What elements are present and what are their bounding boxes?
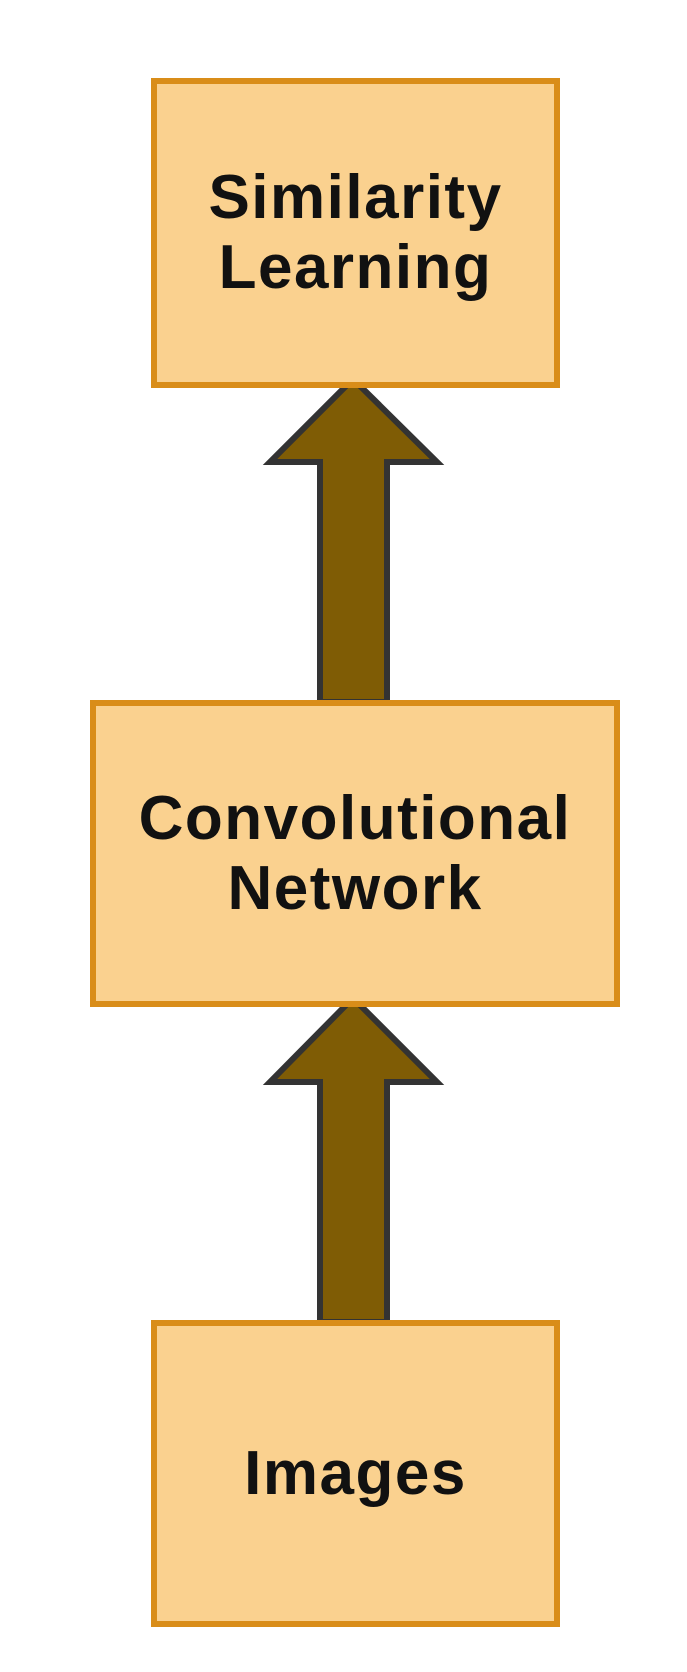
node-images-label: Images bbox=[244, 1438, 467, 1508]
node-similarity-learning: Similarity Learning bbox=[151, 78, 560, 388]
node-convolutional-network-label: Convolutional Network bbox=[138, 783, 572, 923]
node-images: Images bbox=[151, 1320, 560, 1627]
node-convolutional-network: Convolutional Network bbox=[90, 700, 620, 1007]
arrow-conv-to-similarity bbox=[262, 374, 445, 705]
arrow-images-to-conv bbox=[262, 993, 445, 1325]
node-similarity-learning-label: Similarity Learning bbox=[208, 163, 503, 302]
